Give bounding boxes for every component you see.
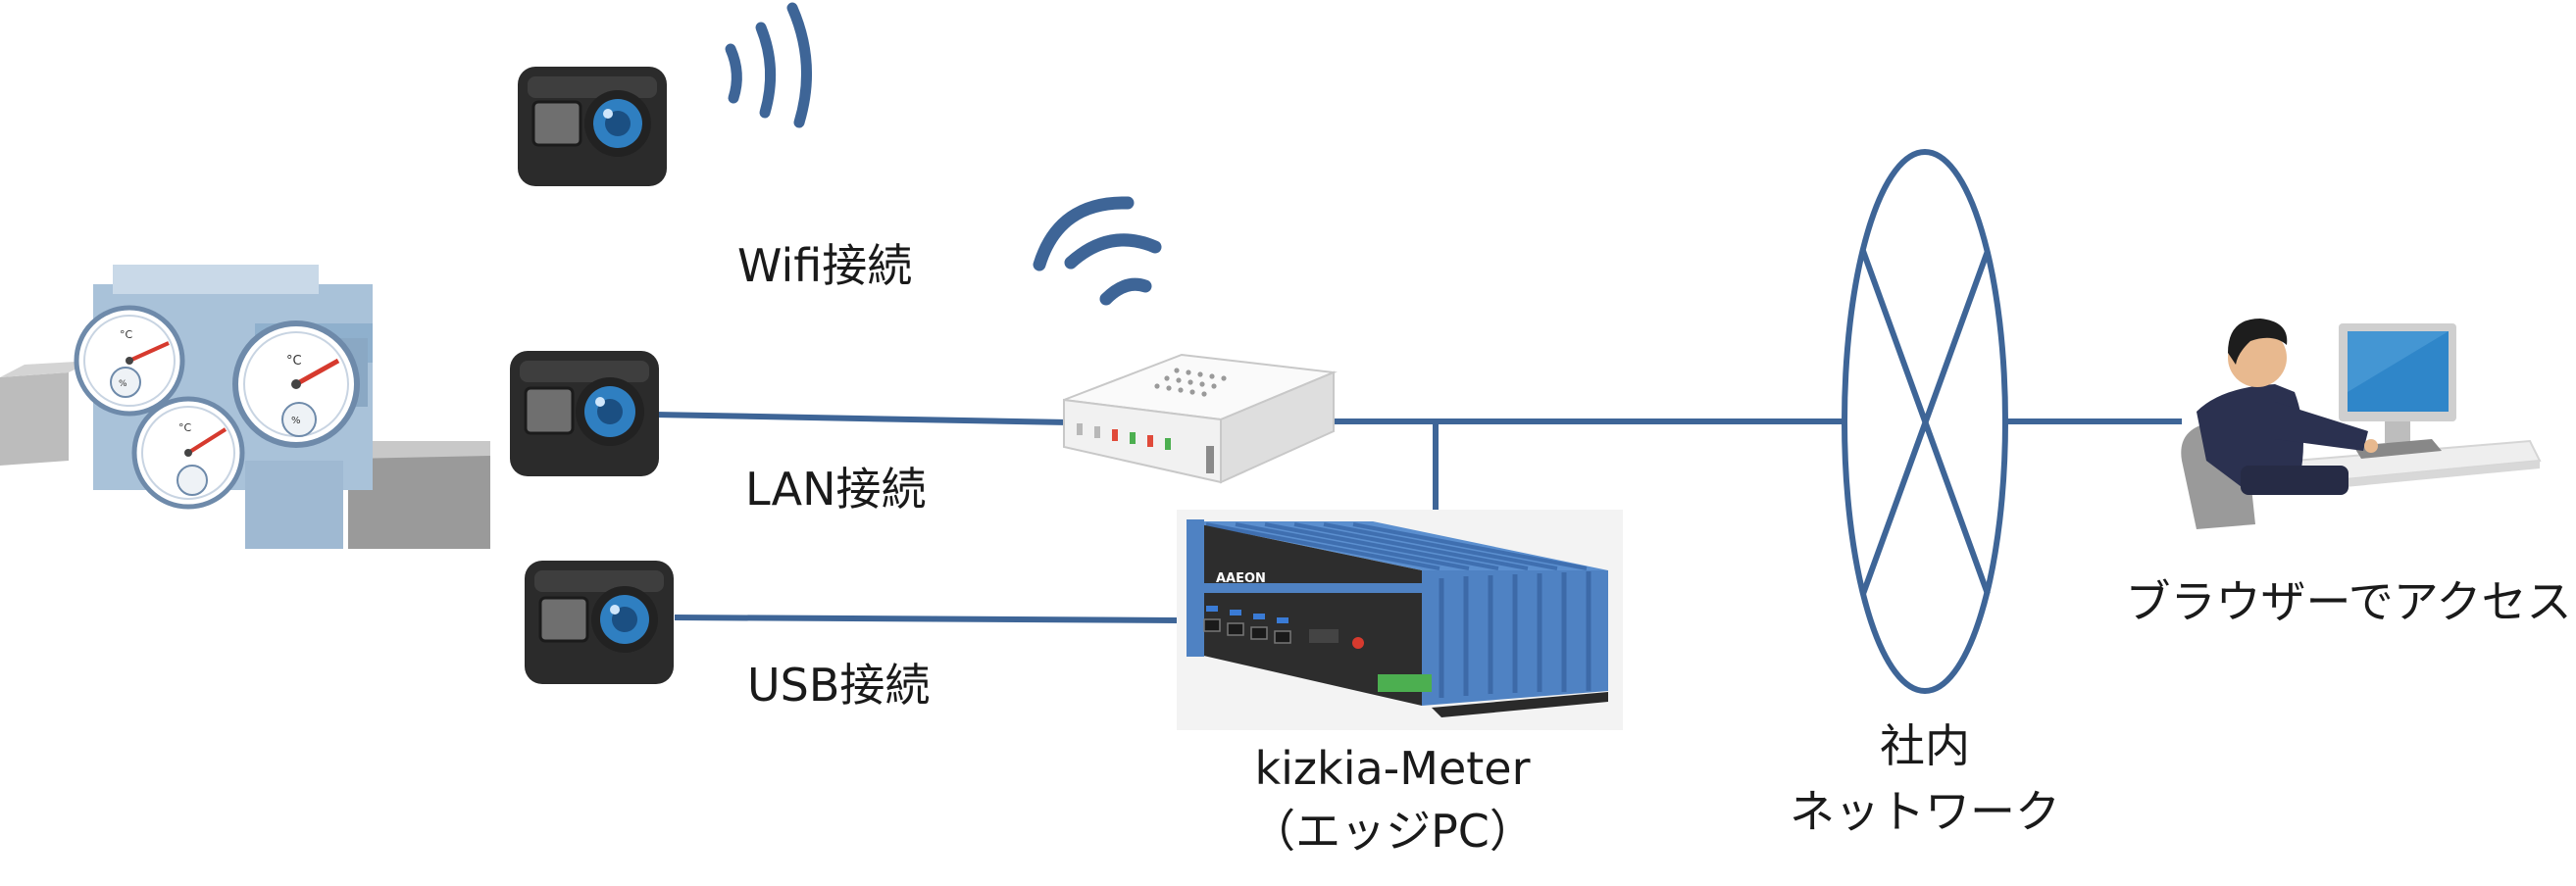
thermometer-gauge-2: °C % (232, 320, 360, 448)
router-wifi-icon (1033, 196, 1162, 306)
edge-pc-name-label: kizkia-Meter (1254, 742, 1530, 795)
usb-cable (674, 615, 1178, 623)
user-at-computer-illustration (2181, 319, 2542, 529)
edge-pc-image: AAEON (1177, 510, 1623, 730)
thermometer-gauge-1: °C % (74, 305, 185, 417)
intranet-label-line1: 社内 (1880, 719, 1970, 772)
wifi-camera-icon (518, 67, 667, 186)
lan-cable (654, 412, 1070, 425)
browser-access-label: ブラウザーでアクセス (2126, 575, 2572, 628)
intranet-network-icon (1842, 149, 2008, 694)
usb-connection-label: USB接続 (747, 659, 930, 712)
edge-pc-type-label: （エッジPC） (1250, 805, 1535, 858)
gauge-unit: °C (286, 354, 302, 369)
wifi-connection-label: Wifi接続 (737, 239, 912, 292)
lan-camera-icon (510, 351, 659, 476)
gauge-unit: °C (120, 328, 133, 341)
gauge-unit: % (291, 416, 301, 426)
camera-wifi-icon (725, 2, 813, 128)
thermometer-gauge-3: °C (131, 396, 245, 510)
device-brand-label: AAEON (1216, 571, 1266, 586)
gauge-unit: °C (178, 421, 192, 434)
gauge-unit: % (119, 379, 127, 389)
lan-connection-label: LAN接続 (745, 463, 927, 516)
intranet-label-line2: ネットワーク (1790, 785, 2060, 838)
usb-camera-icon (525, 561, 674, 684)
network-router-icon (1063, 353, 1338, 484)
connection-lines (654, 412, 2182, 623)
